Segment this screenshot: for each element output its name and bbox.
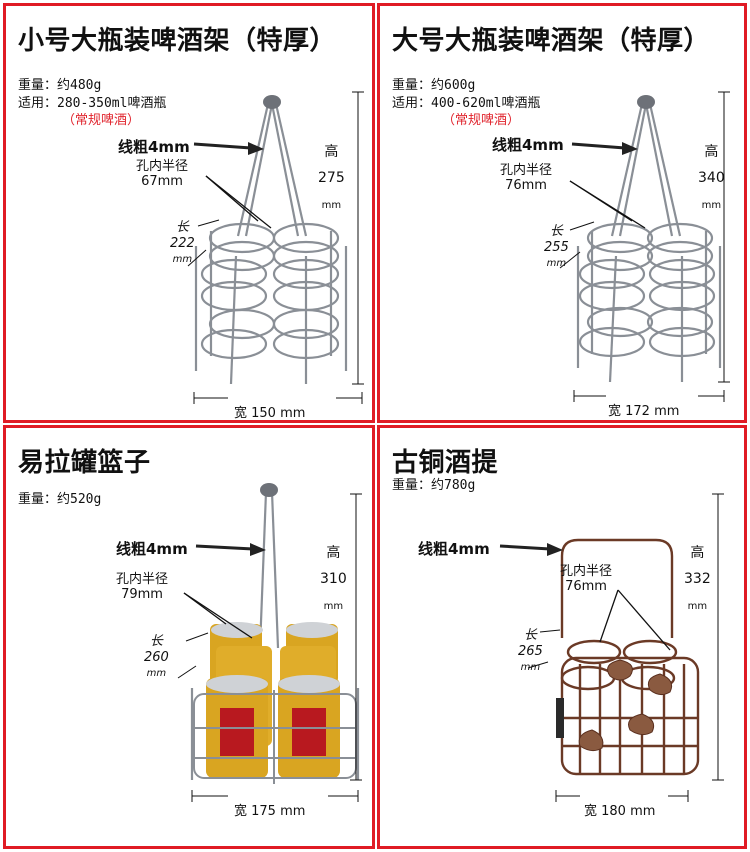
weight-text: 重量：约520g <box>18 492 102 507</box>
hole-radius-label: 孔内半径 76mm <box>560 564 612 594</box>
height-title: 高 <box>704 144 719 160</box>
height-label: 高 310 mm <box>320 544 347 616</box>
usage-text: 适用：400-620ml啤酒瓶 <box>392 96 541 111</box>
length-title: 长 <box>175 220 189 235</box>
product-panel-large-beer-rack: 大号大瓶装啤酒架（特厚） 重量：约600g 适用：400-620ml啤酒瓶 （常… <box>377 3 747 423</box>
length-label: 长 265 mm <box>518 628 543 676</box>
hole-radius-label: 孔内半径 76mm <box>500 163 552 193</box>
length-title: 长 <box>549 224 563 239</box>
width-label: 宽 175 mm <box>234 804 306 819</box>
length-title: 长 <box>149 634 163 649</box>
can-basket-illustration <box>177 483 362 802</box>
length-value: 255 <box>544 240 569 255</box>
note-text: （常规啤酒） <box>62 113 141 128</box>
height-unit: mm <box>687 601 708 612</box>
panel-title: 古铜酒提 <box>392 448 499 478</box>
length-unit: mm <box>546 258 567 269</box>
hole-radius-title: 孔内半径 <box>500 163 553 178</box>
usage-text: 适用：280-350ml啤酒瓶 <box>18 96 167 111</box>
beer-rack-illustration <box>559 91 730 402</box>
height-title: 高 <box>326 545 341 561</box>
length-label: 长 222 mm <box>170 220 195 268</box>
note-text: （常规啤酒） <box>442 113 521 128</box>
height-label: 高 332 mm <box>684 544 711 616</box>
height-unit: mm <box>323 601 344 612</box>
hole-radius-value: 76mm <box>565 579 607 594</box>
length-unit: mm <box>520 662 541 673</box>
height-title: 高 <box>324 144 339 160</box>
width-label: 宽 180 mm <box>584 804 656 819</box>
width-label: 宽 172 mm <box>608 404 680 419</box>
product-panel-bronze-carrier: 古铜酒提 重量：约780g <box>377 425 747 849</box>
hole-radius-title: 孔内半径 <box>560 564 613 579</box>
hole-radius-title: 孔内半径 <box>136 159 189 174</box>
hole-radius-label: 孔内半径 67mm <box>136 159 188 189</box>
product-panel-small-beer-rack: 小号大瓶装啤酒架（特厚） 重量：约480g 适用：280-350ml啤酒瓶 （常… <box>3 3 375 423</box>
product-panel-can-basket: 易拉罐篮子 重量：约520g <box>3 425 375 849</box>
length-value: 222 <box>170 236 195 251</box>
length-value: 265 <box>518 644 543 659</box>
height-unit: mm <box>321 200 342 211</box>
wire-thickness-label: 线粗4mm <box>116 540 188 558</box>
height-value: 275 <box>318 170 345 186</box>
length-unit: mm <box>146 668 167 679</box>
hole-radius-label: 孔内半径 79mm <box>116 572 168 602</box>
wire-thickness-label: 线粗4mm <box>118 138 190 156</box>
hole-radius-value: 76mm <box>505 178 547 193</box>
weight-text: 重量：约480g <box>18 78 102 93</box>
panel-title: 易拉罐篮子 <box>18 448 151 478</box>
panel-title: 小号大瓶装啤酒架（特厚） <box>18 26 337 56</box>
height-label: 高 275 mm <box>318 143 345 215</box>
bronze-carrier-illustration <box>499 493 724 802</box>
length-label: 长 255 mm <box>544 224 569 272</box>
width-label: 宽 150 mm <box>234 406 306 421</box>
height-value: 310 <box>320 571 347 587</box>
height-title: 高 <box>690 545 705 561</box>
height-value: 340 <box>698 170 725 186</box>
weight-text: 重量：约600g <box>392 78 476 93</box>
leaf-ornaments <box>578 659 673 752</box>
height-label: 高 340 mm <box>698 143 725 215</box>
height-unit: mm <box>701 200 722 211</box>
wire-thickness-label: 线粗4mm <box>492 136 564 154</box>
wire-thickness-label: 线粗4mm <box>418 540 490 558</box>
hole-radius-value: 67mm <box>141 174 183 189</box>
length-unit: mm <box>172 254 193 265</box>
side-grip <box>556 698 564 738</box>
panel-title: 大号大瓶装啤酒架（特厚） <box>392 26 711 56</box>
height-value: 332 <box>684 571 711 587</box>
length-label: 长 260 mm <box>144 634 169 682</box>
length-title: 长 <box>523 628 537 643</box>
weight-text: 重量：约780g <box>392 478 476 493</box>
hole-radius-title: 孔内半径 <box>116 572 169 587</box>
length-value: 260 <box>144 650 169 665</box>
hole-radius-value: 79mm <box>121 587 163 602</box>
beer-rack-illustration <box>187 91 364 404</box>
